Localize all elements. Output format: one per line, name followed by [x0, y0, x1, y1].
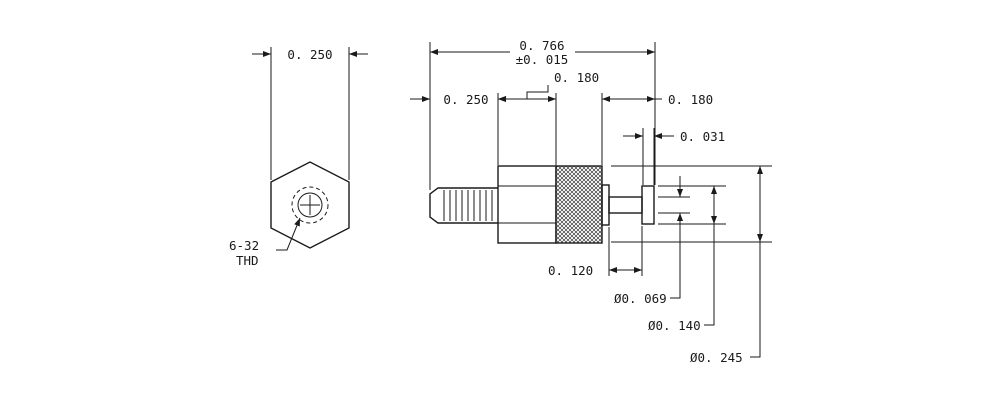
dimension-leader: [670, 213, 683, 299]
thread-inner-circle: [297, 192, 323, 218]
hex-body-side: [497, 165, 557, 244]
flange-thickness-label: 0. 031: [680, 129, 725, 144]
leader-line: [526, 85, 549, 99]
dimension-leader: [704, 224, 715, 326]
flange: [641, 185, 655, 225]
hex-outline: [270, 161, 350, 249]
head-diameter-label: Ø0. 245: [690, 350, 743, 365]
overall-tolerance-label: ±0. 015: [516, 52, 569, 67]
neck: [608, 196, 643, 214]
hex-width-label: 0. 250: [287, 47, 332, 62]
shoulder-step: [601, 184, 610, 226]
thread-leader: [276, 217, 301, 251]
thread-lines: [443, 190, 493, 221]
neck-length-label: 0. 120: [548, 263, 593, 278]
thread-shank: [429, 187, 498, 224]
knurled-section: [555, 165, 603, 244]
end-view: 0. 250 6-32 THD: [229, 47, 368, 268]
thread-outer-circle: [291, 186, 329, 224]
tip-length-label: 0. 180: [668, 92, 713, 107]
thread-type-label: THD: [236, 253, 259, 268]
thread-length-label: 0. 250: [443, 92, 488, 107]
thread-size-label: 6-32: [229, 238, 259, 253]
side-view: 0. 766 ±0. 015 0. 250 0. 180 0. 180 0. 0…: [410, 38, 772, 365]
neck-diameter-label: Ø0. 069: [614, 291, 667, 306]
flange-diameter-label: Ø0. 140: [648, 318, 701, 333]
hex-length-label: 0. 180: [554, 70, 599, 85]
dimension-leader: [750, 242, 761, 358]
overall-length-label: 0. 766: [519, 38, 564, 53]
